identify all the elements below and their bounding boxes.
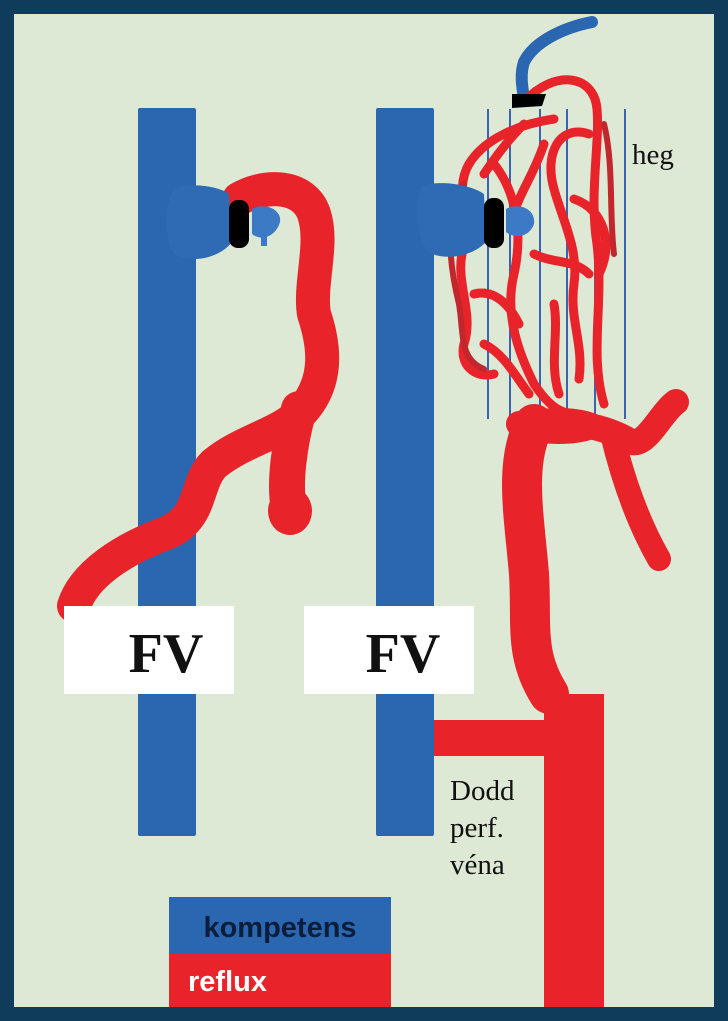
reflux-trunk	[522, 424, 549, 694]
reflux-lower-trunk	[544, 694, 604, 1007]
left-small-stump-tail	[261, 234, 267, 246]
left-panel: FV	[64, 108, 322, 836]
left-junction-stump	[167, 185, 233, 259]
reflux-confluence	[509, 408, 609, 444]
dodd-label-line3: véna	[450, 849, 505, 881]
right-small-stump	[506, 206, 534, 236]
left-small-stump	[252, 206, 280, 237]
scar-label: heg	[632, 139, 674, 171]
right-junction-stump	[417, 183, 486, 257]
dodd-perforator	[434, 720, 546, 756]
legend: kompetens reflux	[169, 897, 391, 1007]
diagram-canvas: FV	[14, 14, 714, 1007]
dodd-label-line1: Dodd	[450, 775, 515, 807]
right-fv-label: FV	[366, 623, 441, 685]
left-fv-label: FV	[129, 623, 204, 685]
top-ligation-clip	[512, 94, 546, 108]
vein-diagram: FV	[14, 14, 714, 1007]
right-ligation-clip	[484, 198, 504, 248]
left-ligation-clip	[229, 200, 249, 248]
legend-competent-label: kompetens	[203, 912, 356, 944]
right-panel: FV heg Dodd perf. véna	[304, 22, 676, 1007]
left-reflux-branch-end	[268, 487, 312, 535]
neovascular-tangle	[461, 80, 606, 412]
image-frame: FV	[8, 8, 720, 1013]
legend-reflux-label: reflux	[188, 966, 267, 998]
dodd-label-line2: perf.	[450, 812, 504, 844]
